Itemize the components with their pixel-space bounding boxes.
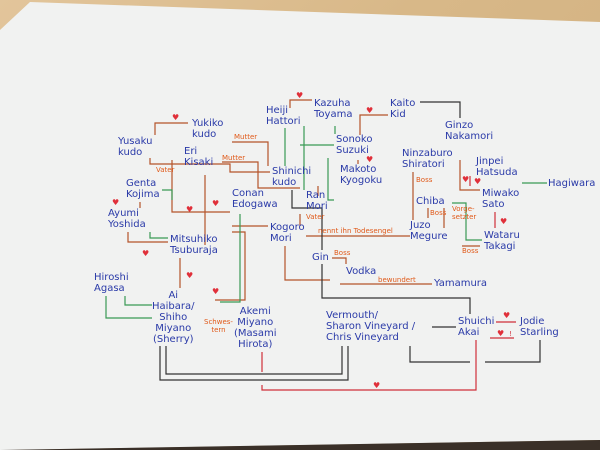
friend-lines (105, 126, 547, 319)
line-conan-ai-green (220, 214, 241, 303)
person-yusaku-kudo: Yusaku kudo (118, 136, 153, 158)
line-agasa-shiho (105, 296, 152, 319)
line-yusaku-vater (149, 158, 270, 173)
person-yamamura: Yamamura (434, 278, 488, 289)
annotation-boss-takagi: Boss (462, 247, 479, 255)
line-gin-vodka (332, 257, 347, 264)
heart-icon: ♥ (500, 217, 508, 226)
annotation-vater-yusaku: Vater (156, 166, 175, 174)
organization-lines (159, 101, 541, 381)
line-sherry-vermouth-1 (159, 346, 349, 381)
line-jodie-akai (485, 340, 541, 363)
annotation-exclamation: ! (509, 330, 512, 338)
person-wataru-takagi: Wataru Takagi (484, 230, 520, 252)
annotation-vater-kogoro: Vater (306, 213, 325, 221)
line-heiji-kazuha (289, 99, 312, 108)
family-lines (127, 99, 480, 301)
person-genta-kojima: Genta Kojima (126, 178, 160, 200)
person-makoto-kyogoku: Makoto Kyogoku (340, 164, 383, 186)
line-yusaku-yukiko (154, 122, 188, 135)
annotation-bewundert: bewundert (378, 276, 416, 284)
person-eri-kisaki: Eri Kisaki (184, 146, 214, 168)
annotation-boss-shiratori: Boss (416, 176, 433, 184)
line-akai-akemi (261, 340, 477, 391)
person-shinichi-kudo: Shinichi kudo (272, 166, 312, 188)
heart-icon: ♥ (172, 113, 180, 122)
heart-icon: ♥ (186, 271, 194, 280)
person-ayumi-yoshida: Ayumi Yoshida (108, 208, 146, 230)
line-sherry-vermouth-2 (165, 346, 343, 375)
heart-icon: ♥ (474, 177, 482, 186)
person-chiba: Chiba (416, 196, 445, 207)
person-hagiwara: Hagiwara (548, 178, 596, 189)
person-kaito-kid: Kaito Kid (390, 98, 416, 120)
person-akemi-miyano: Akemi Miyano (Masami Hirota) (234, 306, 277, 350)
person-juzo-megure: Juzo Megure (410, 220, 448, 242)
line-sonoko-ran (327, 158, 334, 201)
person-mitsuhiko-tsuburaja: Mitsuhiko Tsuburaja (170, 234, 218, 256)
heart-icon: ♥ (497, 329, 505, 338)
line-yukiko-shinichi (232, 141, 269, 166)
line-eri-conan (171, 160, 230, 213)
person-kazuha-toyama: Kazuha Toyama (314, 98, 353, 120)
person-kogoro-mori: Kogoro Mori (270, 222, 305, 244)
heart-icon: ♥ (142, 249, 150, 258)
heart-icon: ♥ (112, 198, 120, 207)
heart-icon: ♥ (212, 287, 220, 296)
line-chiba-takagi (452, 202, 482, 241)
person-ran-mori: Ran Mori (306, 190, 328, 212)
heart-icon: ♥ (366, 106, 374, 115)
person-ai-haibara-shiho-miyano: Ai Haibara/ Shiho Miyano (Sherry) (152, 290, 195, 345)
person-heiji-hattori: Heiji Hattori (266, 105, 301, 127)
table-shadow (0, 440, 600, 450)
annotation-boss-gin: Boss (334, 249, 351, 257)
line-shiratori-sato (459, 160, 480, 191)
heart-icon: ♥ (186, 205, 194, 214)
line-kogoro-gin (284, 246, 330, 281)
person-sonoko-suzuki: Sonoko Suzuki (336, 134, 373, 156)
person-ninzaburo-shiratori: Ninzaburo Shiratori (402, 148, 453, 170)
heart-icon: ♥ (296, 91, 304, 100)
line-ginzo-kaito (420, 101, 461, 118)
person-yukiko-kudo: Yukiko kudo (192, 118, 224, 140)
line-conan-ai (215, 231, 246, 301)
person-ginzo-nakamori: Ginzo Nakamori (445, 120, 494, 142)
heart-icon: ♥ (373, 381, 381, 390)
line-gin-shuichi (321, 264, 471, 314)
annotation-vorgesetzter: Vorge- setzter (452, 205, 477, 221)
person-conan-edogawa: Conan Edogawa (232, 188, 278, 210)
line-eri-ran (222, 161, 300, 189)
annotation-boss-chiba: Boss (430, 209, 447, 217)
person-vermouth: Vermouth/ Sharon Vineyard / Chris Vineya… (326, 310, 416, 343)
person-shuichi-akai: Shuichi Akai (458, 316, 495, 338)
love-lines (261, 176, 516, 391)
person-jinpei-hatsuda: Jinpei Hatsuda (476, 156, 518, 178)
person-gin: Gin (312, 252, 329, 263)
person-jodie-starling: Jodie Starling (520, 316, 559, 338)
heart-icon: ♥ (462, 175, 470, 184)
line-shuichi-vineyard (409, 346, 470, 363)
heart-icon: ♥ (366, 155, 374, 164)
line-genta-mitsuhiko (162, 189, 173, 200)
line-sonoko-kaito (359, 114, 388, 135)
annotation-mutter-yukiko: Mutter (234, 133, 258, 141)
line-shinichi-gin (291, 190, 323, 250)
annotation-nennt-ihn-todesengel: nennt ihn Todesengel (318, 227, 393, 235)
heart-icon: ♥ (503, 311, 511, 320)
annotation-schwestern: Schwes- tern (204, 318, 233, 334)
person-vodka: Vodka (346, 266, 377, 277)
line-ayumi-loop (127, 232, 168, 243)
annotation-mutter-eri: Mutter (222, 154, 246, 162)
person-miwako-sato: Miwako Sato (482, 188, 520, 210)
line-ayumi-mitsuhiko (149, 232, 168, 239)
line-ai-agasa (124, 296, 152, 306)
heart-icon: ♥ (212, 199, 220, 208)
person-hiroshi-agasa: Hiroshi Agasa (94, 272, 129, 294)
